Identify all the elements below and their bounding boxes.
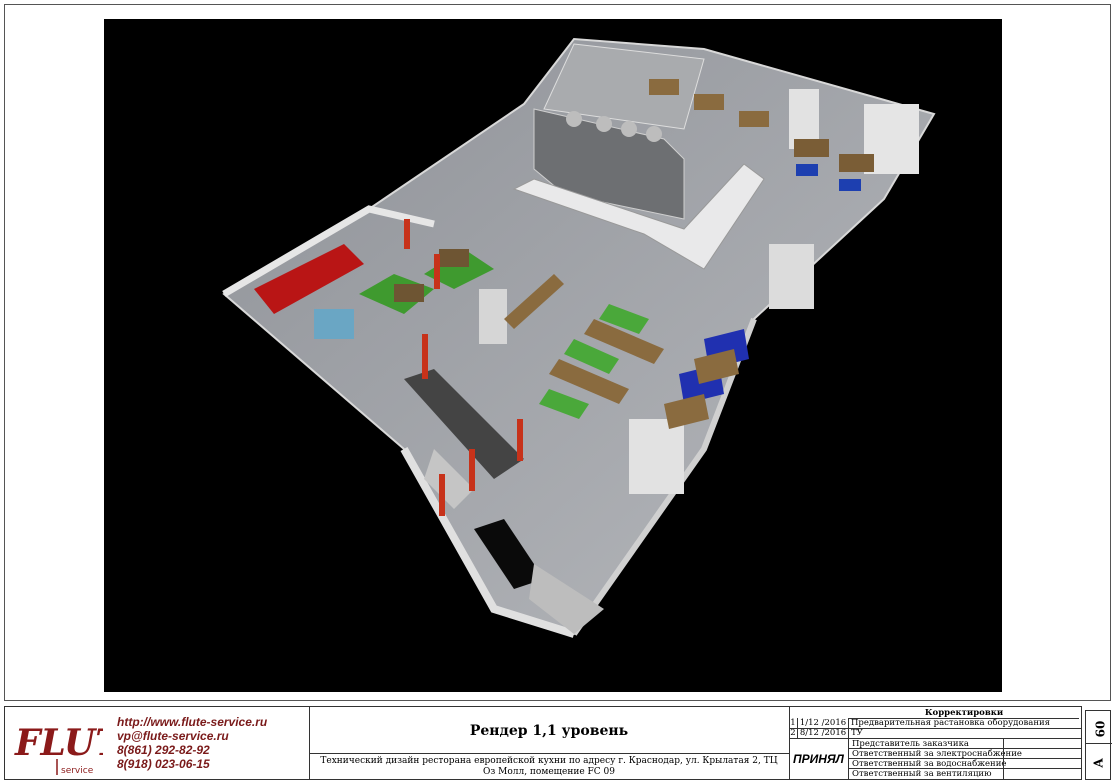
project-description: Технический дизайн ресторана европейской… — [320, 756, 778, 777]
sheet-number-box: 09 A — [1085, 710, 1112, 780]
responsible-label: Ответственный за вентиляцию — [852, 769, 992, 779]
signature-field — [1003, 739, 1004, 749]
signature-field — [1003, 749, 1004, 759]
restaurant-render-illustration — [222, 37, 936, 638]
responsible-row: Ответственный за водоснабжение — [849, 759, 1081, 769]
svg-text:service: service — [61, 766, 94, 776]
render-image — [104, 19, 1002, 692]
divider — [309, 753, 789, 754]
sheet-format-text: A — [1092, 758, 1106, 768]
logo-cell: FLUTE service http://www.flute-service.r… — [5, 707, 310, 779]
svg-text:FLUTE: FLUTE — [14, 722, 103, 764]
corrections-header: Корректировки — [849, 708, 1079, 719]
correction-text: Предварительная растановка оборудования — [851, 718, 1051, 728]
correction-row: 2 8/12 /2016 ТУ — [789, 728, 1081, 739]
sheet-format: A — [1086, 749, 1112, 777]
sheet-title: Рендер 1,1 уровень — [469, 723, 629, 739]
correction-text: ТУ — [851, 728, 863, 738]
drawing-frame — [4, 4, 1111, 701]
correction-number: 1 — [789, 718, 798, 728]
correction-date: 1/12 /2016 — [798, 718, 849, 728]
title-block: FLUTE service http://www.flute-service.r… — [4, 706, 1082, 780]
signature-field — [1003, 769, 1004, 779]
email-link[interactable]: vp@flute-service.ru — [117, 729, 229, 743]
correction-date: 8/12 /2016 — [798, 728, 849, 738]
sheet-number-text: 09 — [1091, 720, 1106, 738]
corrections-table: Корректировки 1 1/12 /2016 Предварительн… — [789, 707, 1081, 779]
responsible-row: Представитель заказчика — [849, 739, 1081, 749]
responsible-label: Представитель заказчика — [852, 739, 969, 749]
phone-2: 8(918) 023-06-15 — [117, 757, 210, 771]
correction-number: 2 — [789, 728, 798, 738]
responsible-label: Ответственный за водоснабжение — [852, 759, 1007, 769]
signature-field — [1003, 759, 1004, 769]
phone-1: 8(861) 292-82-92 — [117, 743, 210, 757]
responsible-label: Ответственный за электроснабжение — [852, 749, 1022, 759]
accepted-label: ПРИНЯЛ — [793, 752, 844, 766]
divider — [848, 739, 849, 779]
website-link[interactable]: http://www.flute-service.ru — [117, 715, 268, 729]
correction-row: 1 1/12 /2016 Предварительная растановка … — [789, 718, 1081, 729]
flute-logo: FLUTE service — [14, 722, 103, 776]
sheet-number: 09 — [1086, 715, 1112, 744]
responsible-row: Ответственный за вентиляцию — [849, 769, 1081, 779]
contacts: http://www.flute-service.ru vp@flute-ser… — [117, 715, 267, 771]
responsible-row: Ответственный за электроснабжение — [849, 749, 1081, 759]
sheet-info: Рендер 1,1 уровень Технический дизайн ре… — [309, 707, 790, 779]
